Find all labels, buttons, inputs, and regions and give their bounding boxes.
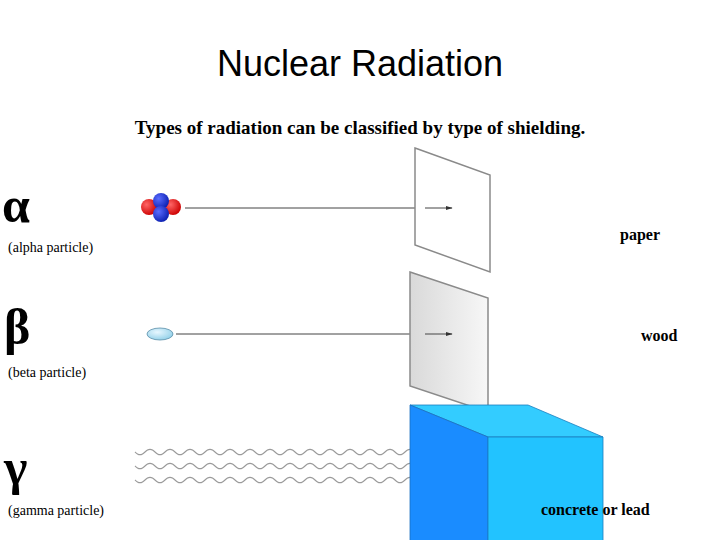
greek-symbol: β	[4, 300, 64, 355]
alpha-arrow-tip	[425, 208, 452, 209]
alpha-particle	[141, 193, 181, 222]
alpha-arrow	[185, 208, 452, 209]
paper-sheet	[415, 148, 490, 272]
shield-label: wood	[641, 327, 716, 345]
beta-arrow-tip	[425, 334, 452, 335]
particle-label: (alpha particle)	[8, 240, 188, 255]
page-title: Nuclear Radiation	[0, 44, 720, 84]
subtitle: Types of radiation can be classified by …	[0, 118, 720, 139]
greek-symbol: γ	[4, 440, 64, 495]
greek-symbol: α	[2, 178, 62, 233]
shield-label: concrete or lead	[541, 501, 716, 519]
shield-label: paper	[620, 226, 710, 244]
beta-particle	[147, 328, 173, 340]
concrete-block	[410, 405, 603, 540]
wood-sheet	[410, 272, 488, 412]
particle-label: (gamma particle)	[8, 503, 188, 518]
particle-label: (beta particle)	[8, 365, 188, 380]
